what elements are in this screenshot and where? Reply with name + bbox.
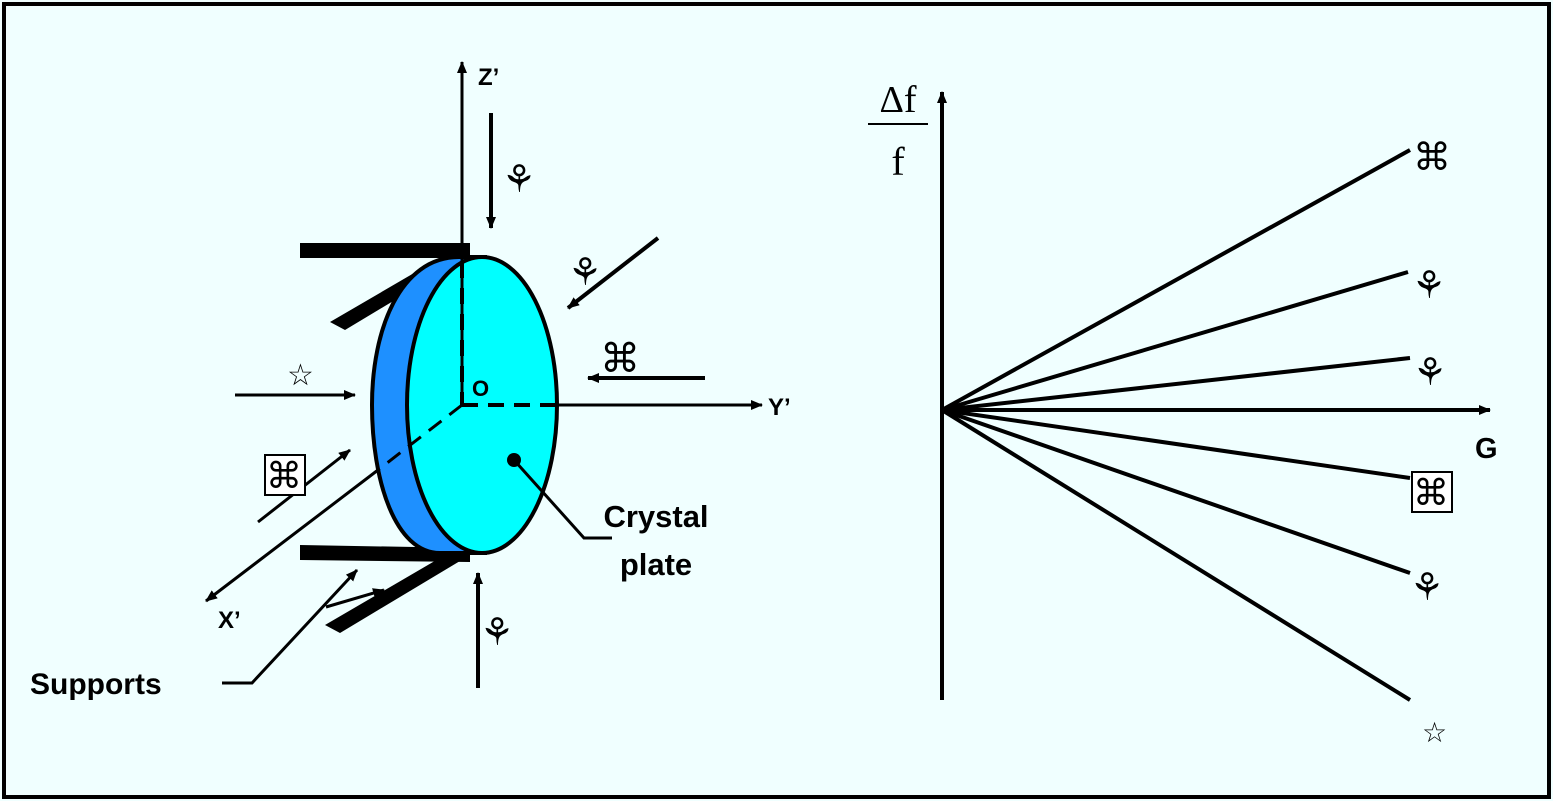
crystal-plate-face xyxy=(405,255,559,555)
force-symbol-top: ⚘ xyxy=(502,157,536,201)
x-axis-label: G xyxy=(1475,433,1498,465)
crystal-label-line1: Crystal xyxy=(603,499,708,534)
axis-x-label: X’ xyxy=(218,607,241,634)
supports-pointer-b xyxy=(325,588,385,609)
support-top-horizontal xyxy=(300,243,470,258)
line-4-label-box xyxy=(1411,471,1453,513)
line-3 xyxy=(941,356,1411,412)
support-bottom-diagonal xyxy=(325,555,470,633)
crystal-diagram xyxy=(205,61,763,688)
force-arrow-upper-right xyxy=(566,236,660,310)
y-label-numerator: Δf xyxy=(879,79,916,121)
axis-x-hidden xyxy=(377,403,463,472)
line-3-label: ⚘ xyxy=(1413,350,1447,394)
frequency-graph xyxy=(868,91,1491,702)
force-symbol-left: ☆ xyxy=(287,358,314,393)
axis-x xyxy=(205,468,379,603)
origin-label: O xyxy=(472,376,489,401)
force-symbol-upper-right: ⚘ xyxy=(568,250,602,294)
y-label-denominator: f xyxy=(891,139,905,184)
supports-label: Supports xyxy=(30,668,162,701)
line-2 xyxy=(941,270,1409,412)
force-symbol-bottom: ⚘ xyxy=(480,610,514,654)
crystal-pointer-line xyxy=(512,458,612,540)
supports-pointer-a xyxy=(222,568,359,685)
line-6 xyxy=(940,408,1412,702)
force-symbol-lower-left: ⌘ xyxy=(266,456,302,497)
line-1-label: ⌘ xyxy=(1413,135,1451,179)
line-5 xyxy=(941,408,1411,575)
line-6-label: ☆ xyxy=(1422,716,1447,749)
line-4 xyxy=(941,408,1411,480)
line-1 xyxy=(941,148,1411,412)
force-symbol-lower-left-box xyxy=(264,454,306,496)
line-2-label: ⚘ xyxy=(1412,263,1446,307)
crystal-label-line2: plate xyxy=(620,547,692,582)
axis-y-label: Y’ xyxy=(768,394,791,421)
force-symbol-right: ⌘ xyxy=(600,336,640,382)
axis-z-label: Z’ xyxy=(478,64,499,91)
line-4-label: ⌘ xyxy=(1413,473,1449,514)
line-5-label: ⚘ xyxy=(1410,565,1444,609)
